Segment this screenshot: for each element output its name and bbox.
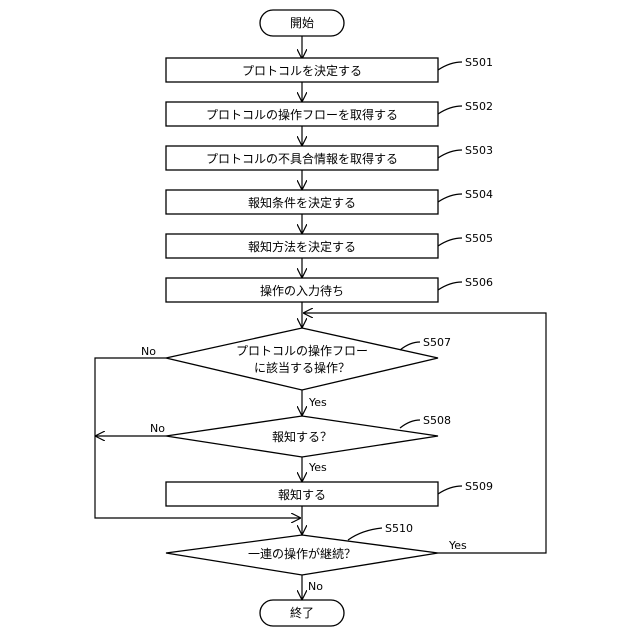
step-text: プロトコルの不具合情報を取得する bbox=[206, 151, 398, 166]
branch-yes-S510: Yes bbox=[448, 539, 467, 552]
decision-text-line1: プロトコルの操作フロー bbox=[236, 343, 368, 358]
branch-yes-S508: Yes bbox=[308, 461, 327, 474]
step-S509: 報知する bbox=[166, 482, 438, 506]
step-S504: 報知条件を決定する bbox=[166, 190, 438, 214]
branch-no-S507: No bbox=[141, 345, 156, 358]
step-id-S509: S509 bbox=[465, 480, 493, 493]
branch-yes-S507: Yes bbox=[308, 396, 327, 409]
decision-S508: 報知する？ bbox=[166, 416, 438, 457]
step-id-S507: S507 bbox=[423, 336, 451, 349]
step-S506: 操作の入力待ち bbox=[166, 278, 438, 302]
step-text: 報知条件を決定する bbox=[248, 195, 356, 210]
step-id-S502: S502 bbox=[465, 100, 493, 113]
step-id-S508: S508 bbox=[423, 414, 451, 427]
step-S503: プロトコルの不具合情報を取得する bbox=[166, 146, 438, 170]
step-id-S506: S506 bbox=[465, 276, 493, 289]
step-text: プロトコルを決定する bbox=[242, 63, 362, 78]
step-id-S501: S501 bbox=[465, 56, 493, 69]
step-id-S503: S503 bbox=[465, 144, 493, 157]
decision-S507: プロトコルの操作フロー に該当する操作？ bbox=[166, 328, 438, 390]
step-id-S505: S505 bbox=[465, 232, 493, 245]
step-S501: プロトコルを決定する bbox=[166, 58, 438, 82]
decision-text: 一連の操作が継続？ bbox=[248, 546, 356, 561]
step-S502: プロトコルの操作フローを取得する bbox=[166, 102, 438, 126]
step-S505: 報知方法を決定する bbox=[166, 234, 438, 258]
step-text: 報知方法を決定する bbox=[248, 239, 356, 254]
step-id-S510: S510 bbox=[385, 522, 413, 535]
step-text: 操作の入力待ち bbox=[260, 283, 344, 298]
start-label: 開始 bbox=[290, 16, 314, 30]
step-text: プロトコルの操作フローを取得する bbox=[206, 107, 398, 122]
start-terminal: 開始 bbox=[260, 10, 344, 36]
branch-no-S510: No bbox=[308, 580, 323, 593]
step-text: 報知する bbox=[278, 488, 326, 502]
end-terminal: 終了 bbox=[260, 600, 344, 626]
decision-text: 報知する？ bbox=[272, 430, 332, 444]
decision-text-line2: に該当する操作？ bbox=[254, 360, 350, 375]
decision-S510: 一連の操作が継続？ bbox=[166, 535, 438, 575]
branch-no-S508: No bbox=[150, 422, 165, 435]
step-id-S504: S504 bbox=[465, 188, 493, 201]
end-label: 終了 bbox=[290, 605, 314, 620]
